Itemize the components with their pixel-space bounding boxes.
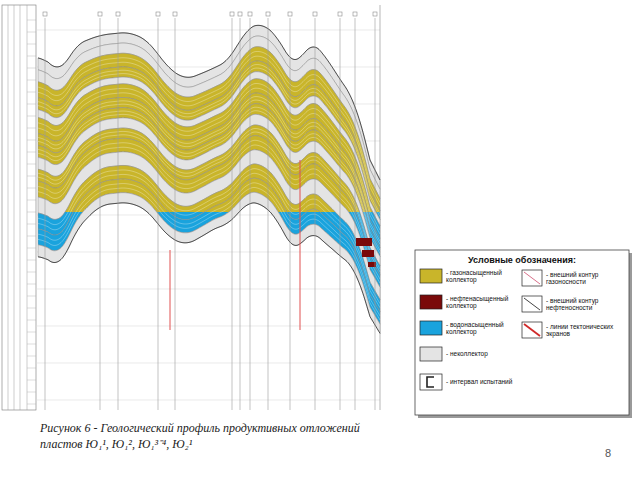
well-head xyxy=(266,12,270,16)
well-line xyxy=(250,18,251,410)
legend-text: - водонасыщенный коллектор xyxy=(446,321,518,336)
well-line xyxy=(290,18,291,410)
well-head xyxy=(238,12,242,16)
layer-band xyxy=(38,212,380,333)
legend-title: Условные обозначения: xyxy=(415,255,629,265)
well-head xyxy=(43,12,47,16)
layer-band xyxy=(38,192,380,212)
interval-bracket xyxy=(427,377,434,387)
legend-icons xyxy=(420,269,542,390)
well-head xyxy=(288,12,292,16)
legend-text: - внешний контур нефтеносности xyxy=(546,297,626,312)
well-head xyxy=(353,12,357,16)
well-head xyxy=(373,12,377,16)
legend-icon xyxy=(522,296,542,312)
oil-patch xyxy=(356,238,372,246)
legend-frame xyxy=(415,250,629,415)
legend-icon xyxy=(420,374,442,390)
well-line xyxy=(175,18,176,410)
well-line xyxy=(158,18,159,410)
legend-swatch xyxy=(420,321,442,335)
legend-text: - линии тектонических экранов xyxy=(546,323,626,338)
well-line xyxy=(268,18,269,410)
oil-patch xyxy=(362,250,374,257)
test-interval xyxy=(300,160,301,330)
well-head xyxy=(156,12,160,16)
legend-swatch xyxy=(420,347,442,361)
layer-boundary xyxy=(38,203,380,212)
well-head xyxy=(230,12,234,16)
well-head xyxy=(173,12,177,16)
figure-caption: Рисунок 6 - Геологический профиль продук… xyxy=(40,420,370,452)
well-head xyxy=(248,12,252,16)
well-line xyxy=(240,18,241,410)
well-head xyxy=(98,12,102,16)
page-number: 8 xyxy=(598,447,618,459)
contour-line xyxy=(524,324,540,336)
well-line xyxy=(375,18,376,410)
layer-boundary xyxy=(38,25,380,180)
layer-boundary xyxy=(38,212,380,333)
legend-icon xyxy=(522,270,542,286)
depth-scale xyxy=(2,5,36,410)
legend-text: - нефтенасыщенный коллектор xyxy=(446,295,518,310)
test-interval xyxy=(170,250,171,330)
legend-swatch xyxy=(420,295,442,309)
layer-bands xyxy=(38,212,380,333)
well-head xyxy=(313,12,317,16)
legend-icon xyxy=(522,322,542,338)
well-line xyxy=(355,18,356,410)
legend-text: - газонасыщенный коллектор xyxy=(446,269,518,284)
well-line xyxy=(315,18,316,410)
well-line xyxy=(232,18,233,410)
well-line xyxy=(45,18,46,410)
legend-swatch xyxy=(420,269,442,283)
contour-line xyxy=(524,298,540,310)
grid xyxy=(36,5,380,410)
contour-line xyxy=(524,272,540,284)
legend-text: - внешний контур газоносности xyxy=(546,271,626,286)
well-line xyxy=(118,18,119,410)
legend-text: - неколлектор xyxy=(446,350,518,357)
layer-bands xyxy=(38,25,380,212)
well-line xyxy=(100,18,101,410)
well-head xyxy=(338,12,342,16)
well-head xyxy=(116,12,120,16)
well-line xyxy=(340,18,341,410)
legend-text: - интервал испытаний xyxy=(446,378,518,385)
